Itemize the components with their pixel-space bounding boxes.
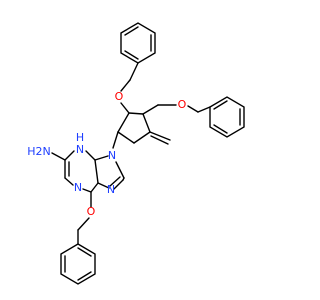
molecule-structure: O O O N N H N N H2N	[27, 22, 245, 285]
atom-n9: N	[108, 149, 116, 162]
atom-amine: H2N	[27, 145, 51, 158]
bond-network	[51, 22, 245, 285]
atom-o-side: O	[178, 98, 187, 111]
atom-h-n3: H	[76, 131, 84, 144]
atom-o-top: O	[115, 90, 124, 103]
atom-o-bottom: O	[87, 205, 96, 218]
atom-labels: O O O N N H N N H2N	[27, 90, 186, 218]
atom-n3: N	[76, 143, 84, 156]
atom-n7: N	[107, 183, 115, 196]
atom-n1: N	[74, 181, 82, 194]
